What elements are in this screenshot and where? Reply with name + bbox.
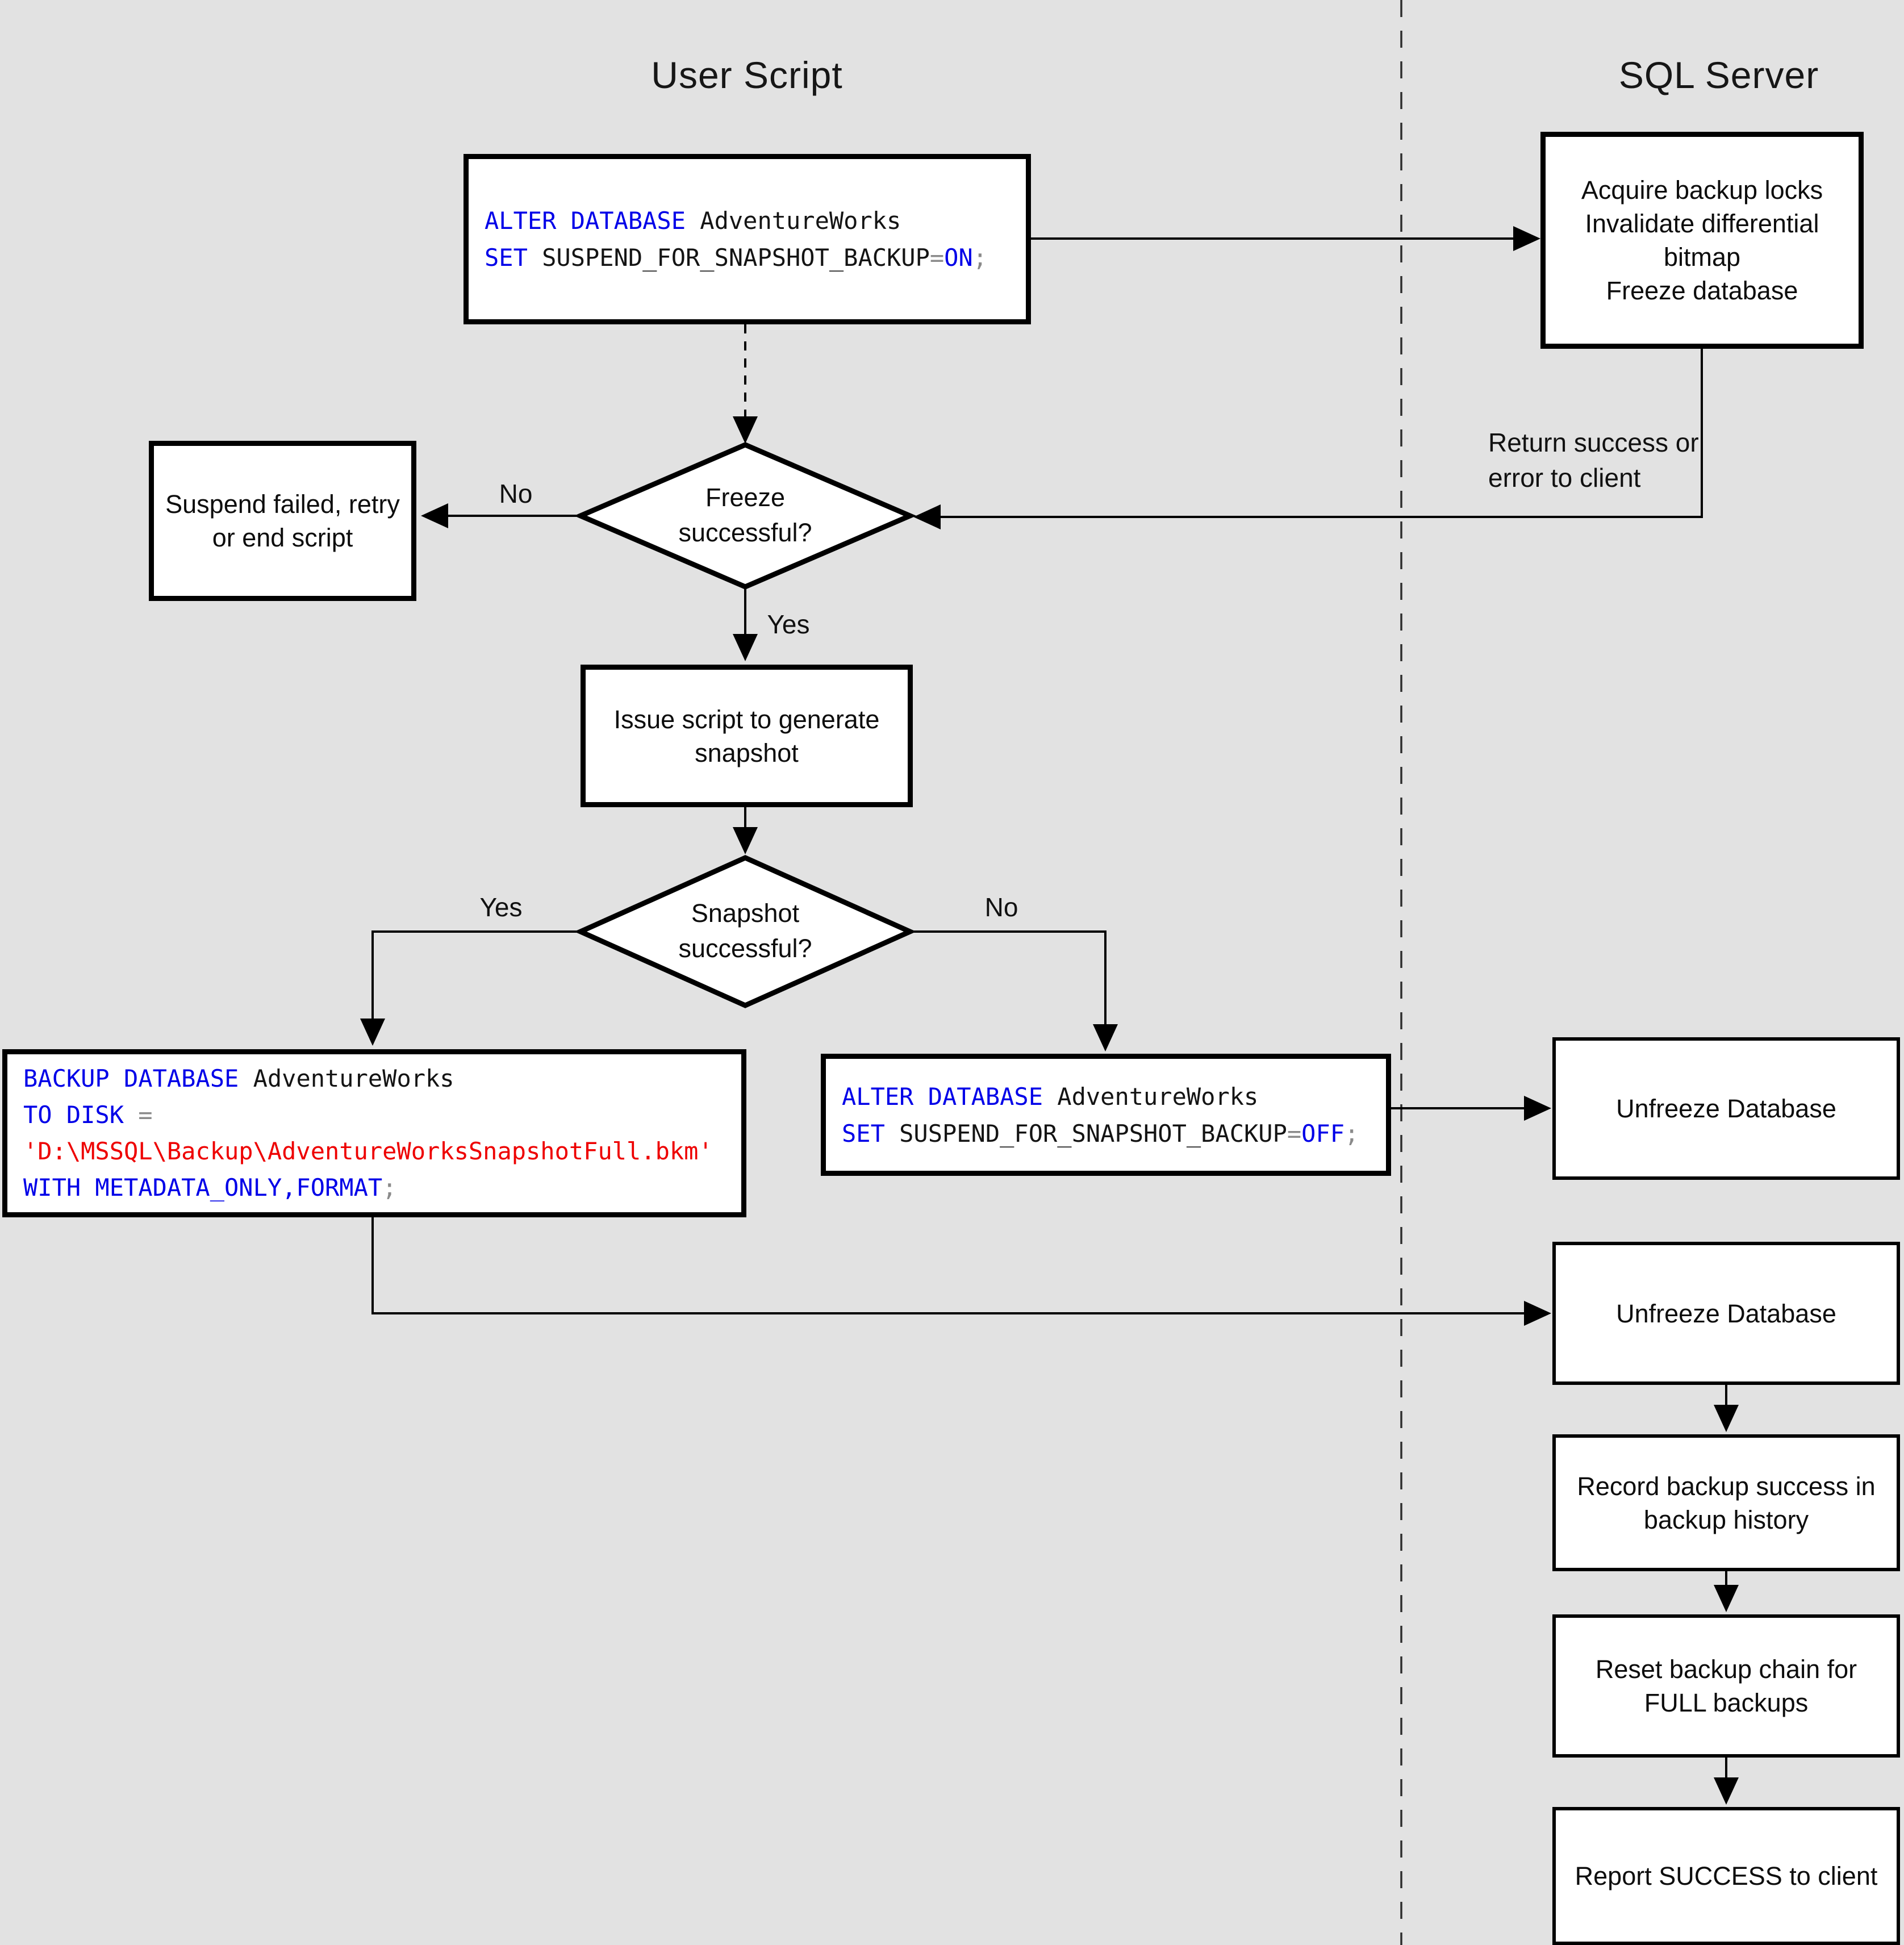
- process-text: Unfreeze Database: [1616, 1094, 1836, 1123]
- process-text: Suspend failed, retry or end script: [165, 490, 400, 552]
- edge-label-freeze-yes: Yes: [767, 610, 810, 639]
- node-code-alter-suspend-on: ALTER DATABASE AdventureWorks SET SUSPEN…: [464, 154, 1031, 324]
- connector-issue-snapshot-arrowhead: [733, 827, 758, 854]
- node-acquire-backup-locks: Acquire backup locks Invalidate differen…: [1540, 132, 1864, 349]
- column-title-sql-server: SQL Server: [1618, 54, 1819, 96]
- code-line: 'D:\MSSQL\Backup\AdventureWorksSnapshotF…: [23, 1137, 713, 1165]
- process-text: Reset backup chain for FULL backups: [1595, 1655, 1857, 1717]
- edge-label-snapshot-yes: Yes: [479, 892, 523, 922]
- node-unfreeze-database-2: Unfreeze Database: [1552, 1242, 1900, 1385]
- connector-alteron-freeze-arrowhead: [733, 416, 758, 444]
- code-line: WITH METADATA_ONLY,FORMAT;: [23, 1174, 397, 1201]
- process-text-line: Freeze database: [1606, 276, 1798, 305]
- process-text: Report SUCCESS to client: [1575, 1861, 1878, 1890]
- connector-record-reset-arrowhead: [1714, 1585, 1739, 1612]
- connector-reset-report-arrowhead: [1714, 1777, 1739, 1805]
- code-line: BACKUP DATABASE AdventureWorks: [23, 1065, 454, 1092]
- node-report-success: Report SUCCESS to client: [1552, 1807, 1900, 1945]
- connector-backup-unfreeze2-line: [371, 1217, 1524, 1314]
- code-line: TO DISK =: [23, 1101, 153, 1129]
- node-code-backup-database: BACKUP DATABASE AdventureWorks TO DISK =…: [2, 1049, 746, 1217]
- node-code-alter-suspend-off: ALTER DATABASE AdventureWorks SET SUSPEN…: [821, 1054, 1391, 1176]
- column-title-user-script: User Script: [651, 54, 843, 96]
- process-text-line: Invalidate differential bitmap: [1585, 209, 1819, 272]
- process-text: Issue script to generate snapshot: [613, 704, 880, 767]
- node-issue-script: Issue script to generate snapshot: [581, 665, 913, 807]
- code-line: SET SUSPEND_FOR_SNAPSHOT_BACKUP=OFF;: [842, 1119, 1359, 1147]
- decision-snapshot-successful-diamond: [574, 855, 917, 1008]
- edge-label-return-success: Return success or error to client: [1488, 425, 1715, 495]
- decision-freeze-successful-diamond: [574, 442, 917, 590]
- connector-acquire-freeze-line: [941, 349, 1703, 518]
- connector-backup-unfreeze2-arrowhead: [1524, 1301, 1551, 1326]
- process-text: Unfreeze Database: [1616, 1299, 1836, 1328]
- connector-snapshot-alteroff-line: [910, 930, 1107, 1024]
- code-line: SET SUSPEND_FOR_SNAPSHOT_BACKUP=ON;: [485, 244, 988, 272]
- node-unfreeze-database-1: Unfreeze Database: [1552, 1037, 1900, 1180]
- connector-freeze-suspend-arrowhead: [421, 503, 448, 528]
- connector-alteron-acquire-arrowhead: [1513, 226, 1540, 251]
- node-suspend-failed: Suspend failed, retry or end script: [149, 441, 416, 601]
- node-reset-backup-chain: Reset backup chain for FULL backups: [1552, 1614, 1900, 1758]
- edge-label-snapshot-no: No: [984, 892, 1018, 922]
- connector-snapshot-backup-line: [371, 930, 581, 1019]
- process-text: Record backup success in backup history: [1577, 1471, 1876, 1534]
- decision-freeze-successful-label: Freeze successful?: [678, 483, 812, 547]
- connector-acquire-freeze-arrowhead: [913, 504, 941, 529]
- connector-freeze-issue-arrowhead: [733, 634, 758, 661]
- decision-snapshot-successful-label: Snapshot successful?: [678, 899, 812, 963]
- edge-label-line: error to client: [1488, 463, 1641, 492]
- process-text-line: Acquire backup locks: [1581, 176, 1823, 204]
- connector-snapshot-backup-arrowhead: [360, 1019, 385, 1046]
- edge-label-freeze-no: No: [499, 479, 533, 508]
- edge-label-line: Return success or: [1488, 428, 1699, 457]
- connector-alteroff-unfreeze1-arrowhead: [1524, 1096, 1551, 1121]
- code-line: ALTER DATABASE AdventureWorks: [485, 207, 901, 235]
- connector-snapshot-alteroff-arrowhead: [1093, 1024, 1118, 1051]
- connector-unfreeze2-record-arrowhead: [1714, 1405, 1739, 1432]
- node-record-backup-success: Record backup success in backup history: [1552, 1434, 1900, 1571]
- code-line: ALTER DATABASE AdventureWorks: [842, 1082, 1259, 1111]
